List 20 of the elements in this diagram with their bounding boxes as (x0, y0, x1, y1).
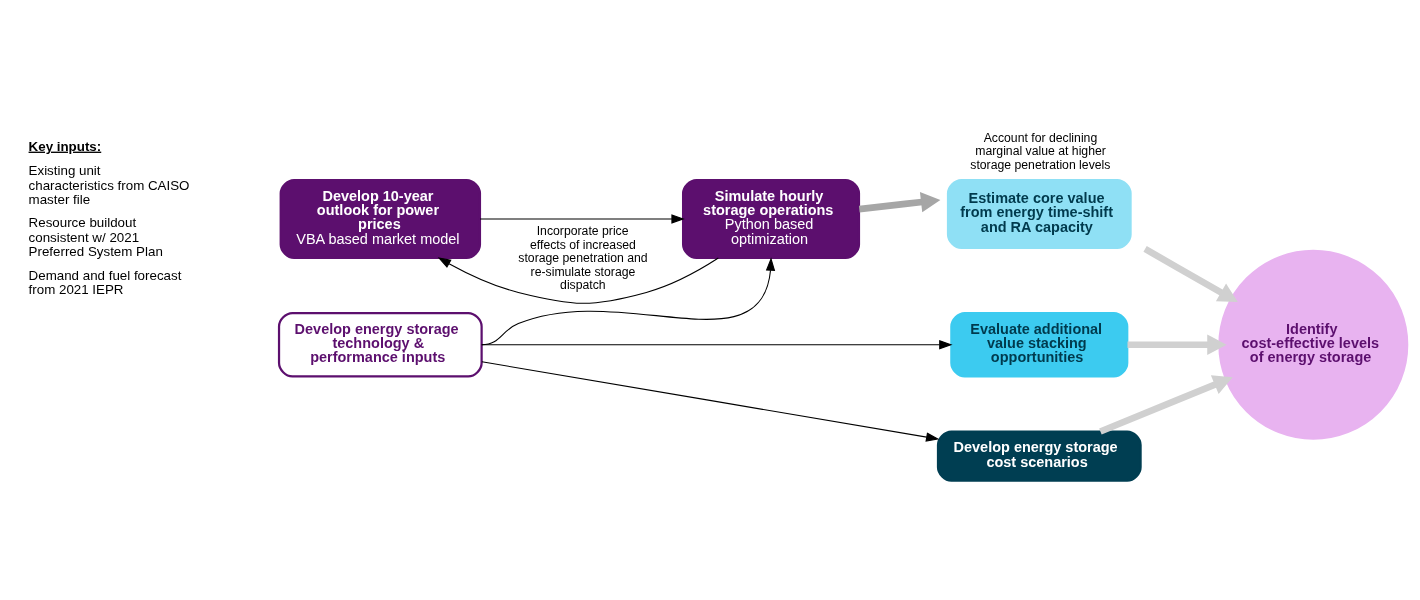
label: Key inputs: (28, 138, 102, 154)
arrow (481, 360, 940, 442)
arrow (1099, 374, 1233, 435)
node-box: Evaluate additional value stacking opportunities (950, 311, 1129, 378)
label: Demand and fuel forecast from 2021 IEPR (28, 267, 182, 297)
label: Resource buildout consistent w/ 2021 Preferred System Plan (28, 214, 163, 259)
arrow (437, 256, 719, 304)
node-box: Develop energy storage technology & performance inputs (277, 311, 483, 378)
arrow (481, 339, 953, 349)
node-box: Develop 10-year outlook for power prices VBA based market model (279, 178, 482, 259)
arrow (858, 191, 941, 212)
node-label: Account for declining marginal value at higher storage penetration levels (970, 130, 1111, 172)
node-circle: Identify cost-effective levels of energy storage (1218, 249, 1409, 440)
arrow (1127, 334, 1227, 355)
node-box: Simulate hourly storage operations Python based optimization (682, 178, 861, 259)
arrow (1143, 245, 1238, 302)
label: Existing unit characteristics from CAISO master file (28, 162, 190, 207)
arrow (479, 213, 685, 224)
edge-label: Incorporate price effects of increased storage penetration and re-simulate storage dispatch (518, 223, 648, 292)
node-box: Develop energy storage cost scenarios (936, 429, 1142, 482)
